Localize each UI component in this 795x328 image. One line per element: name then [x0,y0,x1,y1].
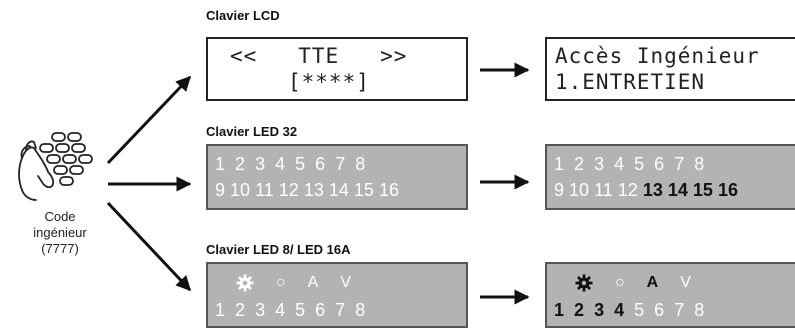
lcd-before-line2: [****] [288,70,370,94]
led-15: 15 [353,180,374,200]
lcd-section-title: Clavier LCD [206,8,280,23]
led-9: 9 [215,180,226,200]
led32-section-title: Clavier LED 32 [206,124,298,139]
led-2: 2 [574,154,585,174]
led-circle: ○ [615,274,625,291]
led-2-lit: 2 [574,300,585,320]
led32-after-row2: 9 10 11 12 13 14 15 16 [554,180,738,201]
led-3: 3 [255,154,266,174]
led8-after-row: 1 2 3 4 5 6 7 8 [554,300,704,321]
led-4: 4 [614,154,625,174]
led32-before-row1: 1 2 3 4 5 6 7 8 [215,154,365,175]
arrow-to-lcd [106,75,192,165]
led-a-lit: A [646,274,659,291]
led-6: 6 [654,300,665,320]
led-16: 16 [378,180,399,200]
led-15-lit: 15 [692,180,713,200]
led-8: 8 [694,154,705,174]
led-2: 2 [235,300,246,320]
led8-panel-before: ○ A V 1 2 3 4 5 6 7 8 [206,262,468,328]
led-13: 13 [303,180,324,200]
lcd-after-line2: 1.ENTRETIEN [555,70,706,94]
led8-before-symbols: ○ A V [236,272,351,294]
led-5: 5 [295,300,306,320]
led-7: 7 [335,154,346,174]
led-1: 1 [554,154,565,174]
led32-after-row1: 1 2 3 4 5 6 7 8 [554,154,704,175]
led-10: 10 [569,180,590,200]
code-label: Code ingénieur (7777) [20,209,100,257]
lcd-panel-before: << TTE >> [****] [206,37,468,101]
led-5: 5 [634,300,645,320]
led-6: 6 [654,154,665,174]
led-6: 6 [315,154,326,174]
led-7: 7 [674,154,685,174]
led-1: 1 [215,300,226,320]
gear-icon [575,274,593,292]
led-12: 12 [278,180,299,200]
led-v: V [680,274,691,291]
led-10: 10 [230,180,251,200]
led32-panel-after: 1 2 3 4 5 6 7 8 9 10 11 12 13 14 15 16 [545,144,795,210]
led-8: 8 [694,300,705,320]
led-7: 7 [335,300,346,320]
led-4: 4 [275,154,286,174]
lcd-panel-after: Accès Ingénieur 1.ENTRETIEN [545,37,795,101]
led-13-lit: 13 [642,180,663,200]
led-6: 6 [315,300,326,320]
led-5: 5 [634,154,645,174]
led-a: A [307,274,319,291]
led-14-lit: 14 [667,180,688,200]
led-14: 14 [328,180,349,200]
arrow-to-led8 [106,201,192,292]
led-1-lit: 1 [554,300,565,320]
led32-before-row2: 9 10 11 12 13 14 15 16 [215,180,399,201]
led-circle: ○ [276,274,286,291]
led-4: 4 [275,300,286,320]
led-3: 3 [255,300,266,320]
led-3-lit: 3 [594,300,605,320]
led8-section-title: Clavier LED 8/ LED 16A [206,242,351,257]
gear-icon [236,274,254,292]
led-8: 8 [355,154,366,174]
led-16-lit: 16 [717,180,738,200]
led-8: 8 [355,300,366,320]
led-11: 11 [255,180,274,200]
lcd-after-line1: Accès Ingénieur [555,44,760,68]
led8-before-row: 1 2 3 4 5 6 7 8 [215,300,365,321]
hand-keypad-icon [18,132,93,201]
led-2: 2 [235,154,246,174]
led-11: 11 [594,180,613,200]
code-label-line3: (7777) [41,241,79,256]
code-label-line2: ingénieur [33,225,87,240]
led-1: 1 [215,154,226,174]
led-4-lit: 4 [614,300,625,320]
led-9: 9 [554,180,565,200]
led32-panel-before: 1 2 3 4 5 6 7 8 9 10 11 12 13 14 15 16 [206,144,468,210]
led-3: 3 [594,154,605,174]
code-label-line1: Code [44,209,76,224]
led-v: V [340,274,352,291]
led-12: 12 [617,180,638,200]
led8-after-symbols: ○ A V [575,272,691,294]
led-7: 7 [674,300,685,320]
led8-panel-after: ○ A V 1 2 3 4 5 6 7 8 [545,262,795,328]
led-5: 5 [295,154,306,174]
lcd-before-line1: << TTE >> [230,44,408,68]
